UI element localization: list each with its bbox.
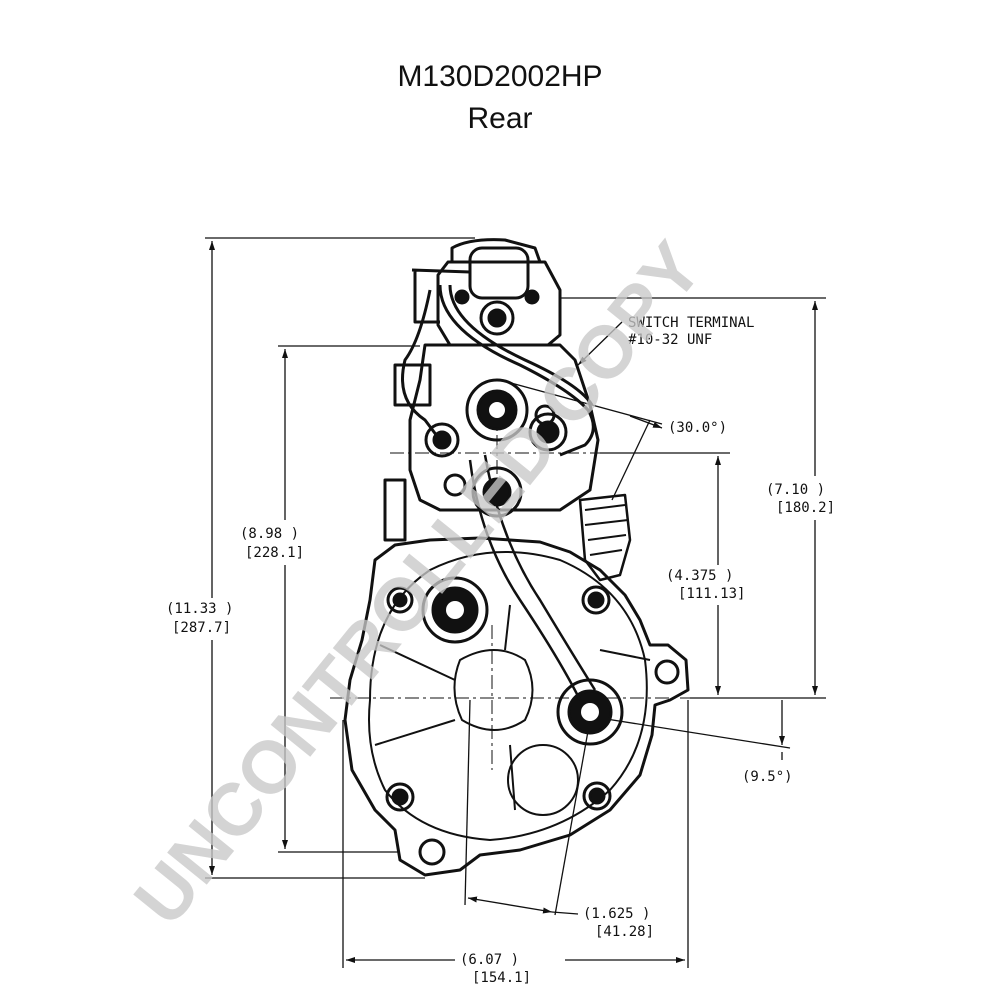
switch-terminal-thread: #10-32 UNF <box>628 332 712 348</box>
center-height-mm: [111.13] <box>678 586 745 602</box>
solenoid-assembly <box>383 238 600 542</box>
dimension-labels: SWITCH TERMINAL #10-32 UNF (11.33 ) [287… <box>166 315 835 986</box>
terminal-height-mm: [180.2] <box>776 500 835 516</box>
width-inch: (6.07 ) <box>460 952 519 968</box>
view-subtitle: Rear <box>467 102 533 135</box>
body-height-mm: [228.1] <box>245 545 304 561</box>
width-mm: [154.1] <box>472 970 531 986</box>
overall-height-inch: (11.33 ) <box>166 601 233 617</box>
offset-mm: [41.28] <box>595 924 654 940</box>
upper-angle-label: (30.0°) <box>668 420 727 436</box>
dimension-lines <box>205 237 826 968</box>
offset-inch: (1.625 ) <box>583 906 650 922</box>
model-title: M130D2002HP <box>397 60 603 93</box>
lower-angle-label: (9.5°) <box>742 769 793 785</box>
overall-height-mm: [287.7] <box>172 620 231 636</box>
center-height-inch: (4.375 ) <box>666 568 733 584</box>
body-height-inch: (8.98 ) <box>240 526 299 542</box>
terminal-height-inch: (7.10 ) <box>766 482 825 498</box>
motor-end-frame <box>343 454 690 877</box>
switch-terminal-label: SWITCH TERMINAL <box>628 315 754 331</box>
